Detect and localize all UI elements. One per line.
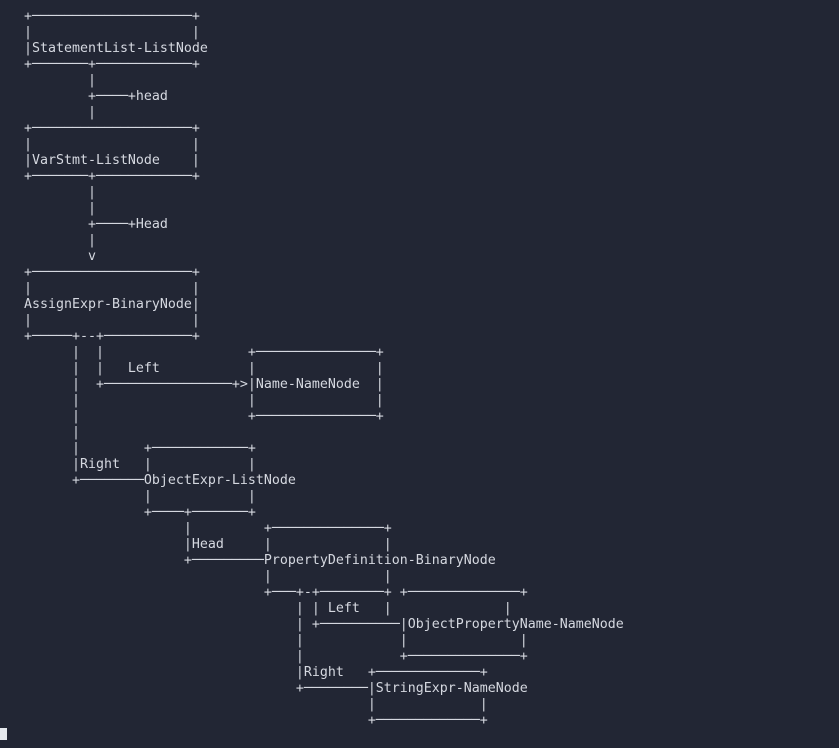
terminal-cursor bbox=[0, 728, 7, 740]
terminal-output: +────────────────────+ | | |StatementLis… bbox=[23, 9, 624, 728]
